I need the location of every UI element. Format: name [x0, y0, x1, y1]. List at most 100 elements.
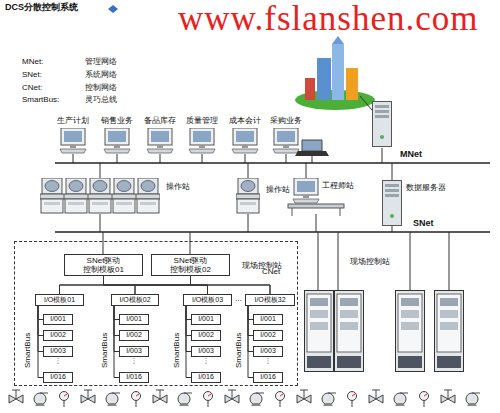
mnet-bus [55, 162, 490, 164]
drawing-part [202, 154, 203, 163]
text-label: ⋮ [203, 357, 210, 365]
io-channel-box: I/002 [253, 330, 283, 341]
io-channel-box: I/016 [191, 372, 221, 383]
io-channel-box: I/016 [253, 372, 283, 383]
control-module-box: SNet驱动 控制模板02 [151, 254, 230, 276]
drawing-part [340, 208, 341, 216]
drawing-part [293, 178, 319, 203]
text-label: 备品库存 [144, 117, 176, 126]
drawing-part [104, 128, 130, 153]
control-module-box: SNet驱动 控制模板01 [64, 254, 143, 276]
bus-name: SmartBus [102, 332, 111, 367]
io-channel-box: I/001 [191, 314, 221, 325]
pump-outlet [40, 393, 48, 394]
box-label: I/003 [126, 347, 142, 355]
box-label: I/O模板02 [119, 296, 150, 304]
valve-stem [88, 390, 89, 399]
text-label: 生产计划 [57, 117, 89, 126]
pump-outlet [328, 393, 336, 394]
pump-outlet [472, 393, 480, 394]
pump-symbol [394, 393, 406, 405]
box-label: I/016 [260, 373, 276, 381]
drawing-part [306, 163, 307, 178]
io-channel-box: I/003 [253, 346, 283, 357]
control-station-region: 现场控制站SNet驱动 控制模板01SNet驱动 控制模板02I/O模板01I/… [14, 241, 298, 386]
drawing-part [100, 163, 101, 178]
drawing-part [232, 128, 258, 153]
io-channel-box: I/001 [253, 314, 283, 325]
box-label: I/001 [50, 315, 66, 323]
box-label: SNet驱动 控制模板02 [163, 256, 219, 274]
title-icon [108, 5, 118, 13]
gauge-needle [352, 394, 355, 396]
drawing-part [88, 178, 112, 213]
gauge-symbol [132, 392, 141, 401]
pump-outlet [256, 393, 264, 394]
box-label: I/002 [50, 331, 66, 339]
text-label: 成本会计 [229, 117, 261, 126]
field-devices [9, 390, 480, 407]
gauge-symbol [60, 392, 69, 401]
drawing-part [305, 78, 315, 100]
server-tower [373, 102, 392, 147]
watermark: www.fslanshen.com [178, 0, 479, 39]
text-label: SmartBus: [22, 96, 59, 105]
gauge-needle [280, 394, 283, 396]
text-label: 操作站 [266, 186, 290, 195]
pump-base [323, 403, 333, 406]
io-module-box: I/O模板32 [245, 294, 295, 306]
text-label: MNet [400, 150, 422, 160]
pump-symbol [106, 393, 118, 405]
drawing-part [100, 214, 101, 232]
text-label: 质量管理 [186, 117, 218, 126]
gauge-stem [352, 401, 353, 408]
valve-stem [376, 390, 377, 399]
io-module-box: I/O模板01 [35, 294, 84, 306]
gauge-stem [424, 401, 425, 408]
box-label: I/001 [198, 315, 214, 323]
drawing-part [292, 208, 293, 216]
pump-outlet [112, 393, 120, 394]
management-pcs [60, 128, 329, 156]
pump-symbol [466, 393, 478, 405]
text-label: ⋮ [55, 357, 62, 365]
text-label: ⋮ [131, 357, 138, 365]
drawing-part [248, 214, 249, 232]
pump-base [179, 403, 189, 406]
drawing-part [190, 232, 191, 254]
text-label: 管理网络 [85, 58, 117, 67]
diagram-title: DCS分散控制系统 [5, 3, 78, 13]
building-illustration [295, 36, 375, 110]
bus-wire [60, 276, 191, 294]
text-label: SNet: [22, 71, 42, 80]
pump-symbol [322, 393, 334, 405]
text-label: ⋮ [265, 357, 272, 365]
io-channel-box: I/002 [191, 330, 221, 341]
snet-bus [55, 231, 490, 233]
text-label: 现场控制站 [350, 258, 390, 267]
drawing-part [338, 232, 339, 290]
text-label: 控制网络 [85, 84, 117, 93]
gauge-symbol [276, 392, 285, 401]
box-label: I/O模板01 [44, 296, 75, 304]
text-label: 数据服务器 [406, 184, 446, 193]
io-channel-box: I/001 [119, 314, 149, 325]
drawing-part [435, 291, 464, 372]
bus-name: SmartBus [174, 332, 183, 367]
gauge-symbol [204, 392, 213, 401]
drawing-part [273, 128, 299, 153]
gauge-needle [208, 394, 211, 396]
gauge-stem [64, 401, 65, 408]
bus-name: SmartBus [25, 332, 34, 367]
pump-outlet [184, 393, 192, 394]
drawing-part [392, 226, 393, 232]
pump-base [395, 403, 405, 406]
valve-stem [300, 390, 308, 391]
text-label: MNet: [22, 58, 43, 67]
gauge-stem [280, 401, 281, 408]
drawing-part [160, 154, 161, 163]
gauge-symbol [420, 392, 429, 401]
valve-stem [228, 390, 236, 391]
drawing-part [295, 151, 329, 156]
